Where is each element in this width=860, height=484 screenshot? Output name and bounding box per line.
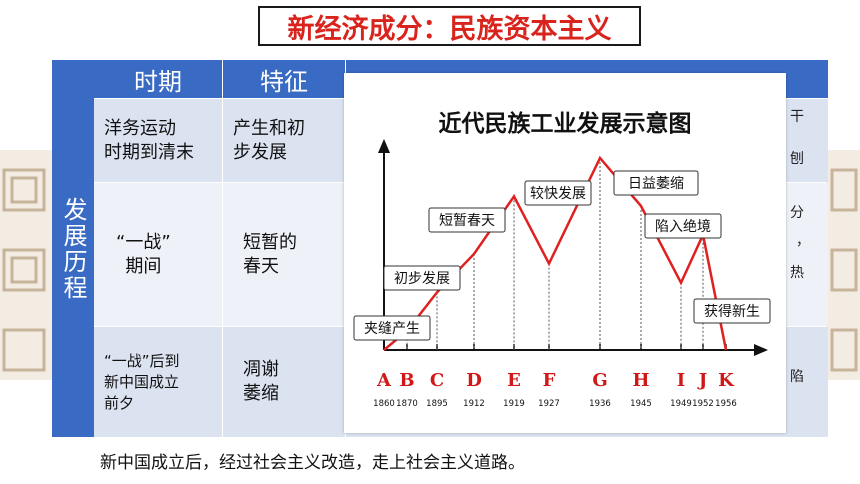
- y-axis-arrow: [378, 139, 390, 153]
- tick-letter: C: [430, 370, 444, 391]
- slide-title: 新经济成分：民族资本主义: [258, 6, 641, 46]
- feature-line: 春天: [243, 255, 279, 277]
- chart-title: 近代民族工业发展示意图: [439, 110, 692, 137]
- footer-note: 新中国成立后，经过社会主义改造，走上社会主义道路。: [100, 453, 525, 473]
- tick-year: 1956: [715, 399, 737, 409]
- tick-year: 1927: [538, 399, 560, 409]
- stage-label: 日益萎缩: [628, 176, 684, 192]
- industry-development-chart: 近代民族工业发展示意图 A 1860 B 1870 C 1895 D 1912 E 1919 F 19…: [353, 110, 771, 409]
- period-line: 时期到清末: [104, 141, 194, 163]
- stage-label-box: [353, 315, 431, 341]
- tick-year: 1912: [463, 399, 485, 409]
- stage-label-box: [613, 170, 699, 196]
- tick-letter: I: [677, 370, 685, 391]
- tick-letter: F: [543, 370, 556, 391]
- industry-chart-card: 近代民族工业发展示意图 A 1860 B 1870 C 1895 D 1912 E 1919 F 19…: [344, 73, 786, 433]
- tick-year: 1952: [692, 399, 714, 409]
- feature-line: 步发展: [233, 141, 287, 163]
- tick-letter: J: [697, 370, 708, 391]
- feature-line: 短暂的: [243, 231, 297, 253]
- header-feature: 特征: [223, 60, 345, 98]
- table-row: 产生和初步发展: [223, 99, 345, 182]
- tick-letter: G: [592, 370, 607, 391]
- table-row: 短暂的春天: [223, 183, 345, 326]
- table-row: 洋务运动时期到清末: [94, 99, 222, 182]
- feature-line: 萎缩: [243, 383, 279, 404]
- period-line: 期间: [125, 255, 162, 277]
- header-period: 时期: [94, 60, 222, 98]
- stage-label-box: [693, 298, 771, 324]
- tick-letter: H: [632, 370, 649, 391]
- stage-label: 较快发展: [530, 186, 586, 202]
- tick-letter: E: [507, 370, 521, 391]
- period-line: “一战”: [116, 231, 171, 253]
- tick-letter: B: [399, 370, 414, 391]
- left-ornament: [0, 150, 52, 380]
- tick-year: 1945: [630, 399, 652, 409]
- hidden-text-fragment: 分: [790, 205, 804, 221]
- right-ornament: [826, 150, 860, 380]
- stage-label-box: [383, 265, 461, 291]
- hidden-text-fragment: 热: [790, 265, 804, 281]
- tick-year: 1870: [396, 399, 418, 409]
- table-row: “一战”后到新中国成立前夕: [94, 327, 222, 437]
- table-row: 凋谢萎缩: [223, 327, 345, 437]
- tick-letter: A: [376, 370, 392, 391]
- stage-label: 夹缝产生: [364, 321, 420, 337]
- tick-year: 1949: [670, 399, 692, 409]
- feature-line: 产生和初: [233, 117, 305, 139]
- stage-label-box: [644, 213, 722, 239]
- hidden-text-fragment: 陷: [790, 369, 804, 385]
- hidden-text-fragment: 干: [790, 109, 804, 125]
- tick-letter: D: [466, 370, 482, 391]
- stage-label-box: [428, 207, 506, 233]
- period-line: 洋务运动: [104, 117, 176, 139]
- tick-year: 1936: [589, 399, 611, 409]
- table-row: “一战”期间: [94, 183, 222, 326]
- period-line: 新中国成立: [104, 372, 180, 391]
- period-line: “一战”后到: [104, 351, 180, 370]
- side-label: 发展历程: [52, 60, 94, 437]
- tick-letter: K: [718, 370, 735, 391]
- tick-year: 1919: [503, 399, 525, 409]
- stage-label: 初步发展: [394, 270, 450, 287]
- feature-line: 凋谢: [243, 359, 279, 380]
- period-line: 前夕: [104, 393, 135, 412]
- series-line: [383, 155, 728, 351]
- x-axis-arrow: [754, 344, 768, 356]
- stage-label: 获得新生: [704, 303, 760, 320]
- tick-year: 1895: [426, 399, 448, 409]
- stage-label: 短暂春天: [439, 213, 495, 229]
- stage-label-box: [524, 180, 592, 206]
- hidden-text-fragment: ，: [796, 233, 810, 249]
- stage-label: 陷入绝境: [655, 219, 711, 235]
- hidden-text-fragment: 刨: [790, 151, 804, 167]
- tick-year: 1860: [373, 399, 395, 409]
